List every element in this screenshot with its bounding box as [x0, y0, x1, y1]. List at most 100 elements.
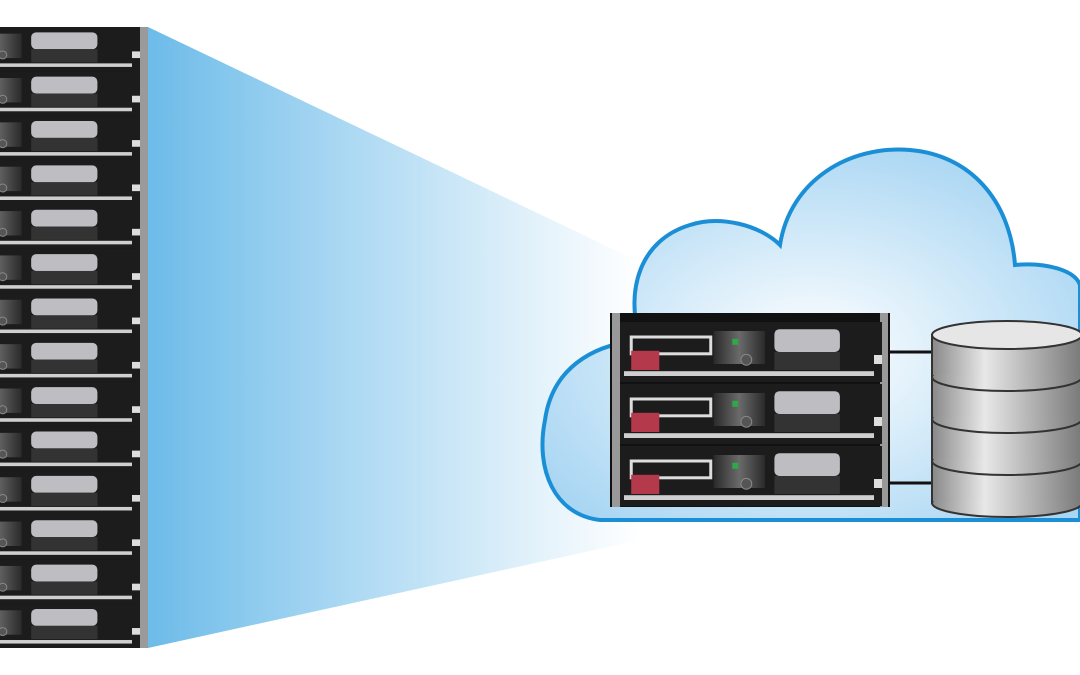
latch: [132, 494, 140, 502]
slot: [31, 492, 98, 507]
button-icon: [0, 494, 8, 504]
button-icon: [0, 538, 8, 548]
rail: [624, 433, 874, 438]
button-icon: [0, 227, 8, 237]
label-plate: [31, 209, 98, 227]
rail: [624, 495, 874, 500]
slot: [31, 137, 98, 152]
rail: [0, 373, 132, 378]
label-plate: [774, 391, 840, 414]
button-icon: [740, 477, 753, 490]
rail: [0, 595, 132, 600]
label-plate: [31, 298, 98, 316]
latch: [132, 406, 140, 413]
transfer-beam: [148, 27, 640, 648]
server-unit: [0, 248, 140, 294]
latch: [132, 317, 140, 325]
server-unit: [0, 71, 140, 116]
latch: [132, 583, 140, 591]
slot: [31, 49, 98, 63]
button-icon: [0, 94, 8, 104]
slot: [31, 581, 98, 595]
button-icon: [0, 360, 8, 370]
drive-red-icon: [631, 474, 660, 494]
latch: [132, 228, 140, 236]
rail: [0, 551, 132, 555]
rail: [0, 462, 132, 467]
button-icon: [740, 415, 753, 428]
server-unit: [0, 559, 140, 604]
server-unit: [0, 115, 140, 161]
drive-bay: [629, 397, 713, 418]
slot: [31, 404, 98, 418]
label-plate: [31, 475, 98, 493]
button-icon: [0, 272, 8, 282]
label-plate: [774, 453, 840, 476]
server-unit: [0, 603, 140, 648]
button-icon: [740, 353, 753, 366]
label-plate: [31, 608, 98, 626]
database-icon: [931, 320, 1080, 518]
label-plate: [31, 387, 98, 405]
rail: [0, 506, 132, 511]
drive-bay: [629, 459, 713, 480]
slot: [31, 182, 98, 196]
label-plate: [31, 165, 98, 183]
server-unit: [0, 470, 140, 515]
latch: [874, 479, 882, 488]
server-unit: [0, 160, 140, 205]
latch: [874, 355, 882, 364]
rail: [0, 640, 132, 644]
label-plate: [31, 431, 98, 449]
button-icon: [0, 50, 8, 60]
server-unit: [0, 381, 140, 427]
rail: [0, 196, 132, 200]
button-icon: [0, 139, 8, 149]
led-icon: [732, 400, 739, 407]
label-plate: [31, 121, 98, 138]
latch: [874, 417, 882, 426]
slot: [31, 537, 98, 551]
button-icon: [0, 316, 8, 326]
rail: [0, 285, 132, 289]
slot: [774, 414, 840, 432]
server-unit: [0, 514, 140, 560]
label-plate: [774, 329, 840, 352]
label-plate: [31, 520, 98, 538]
slot: [31, 270, 98, 285]
latch: [132, 95, 140, 103]
server-unit: [620, 384, 882, 444]
drive-red-icon: [631, 350, 660, 370]
button-icon: [0, 183, 8, 193]
slot: [774, 476, 840, 494]
label-plate: [31, 564, 98, 582]
label-plate: [31, 32, 98, 50]
slot: [31, 359, 98, 373]
button-icon: [0, 405, 8, 415]
slot: [31, 625, 98, 640]
rack-post: [612, 313, 620, 507]
led-icon: [732, 462, 739, 469]
panel: [713, 393, 766, 426]
label-plate: [31, 76, 98, 94]
button-icon: [0, 449, 8, 459]
latch: [132, 184, 140, 192]
latch: [132, 628, 140, 635]
label-plate: [31, 342, 98, 360]
latch: [132, 140, 140, 147]
server-unit: [0, 204, 140, 249]
disk-top: [931, 320, 1080, 350]
slot: [31, 448, 98, 462]
panel: [713, 455, 766, 488]
rail: [0, 240, 132, 245]
left-server-rack: [0, 27, 148, 648]
latch: [132, 539, 140, 546]
drive-red-icon: [631, 412, 660, 432]
server-unit: [0, 293, 140, 338]
rail: [0, 107, 132, 112]
led-icon: [732, 338, 739, 345]
server-unit: [0, 27, 140, 72]
server-unit: [0, 337, 140, 382]
panel: [713, 331, 766, 364]
